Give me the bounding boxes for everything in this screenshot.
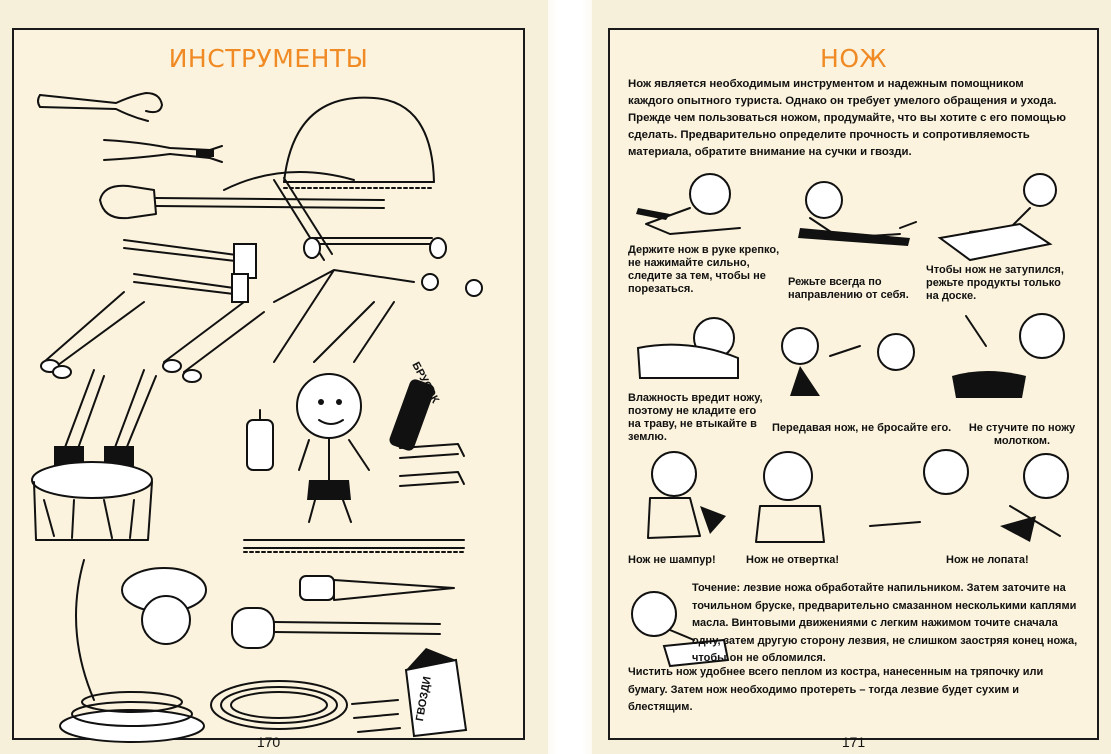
hammers-illustration (123, 239, 257, 303)
boy-lantern-illustration (246, 373, 435, 523)
nails-illustration (351, 699, 401, 733)
right-page-number: 171 (841, 734, 866, 750)
axes-stump-illustration (31, 369, 157, 541)
tip-shovel: Нож не лопата! (946, 554, 1029, 566)
left-page-title: ИНСТРУМЕНТЫ (168, 44, 369, 73)
two-man-saw-illustration (243, 539, 465, 553)
shovel-illustration (99, 184, 385, 220)
tip-cutting-board: Чтобы нож не затупился, режьте продукты … (926, 264, 1064, 302)
intro-paragraph: Нож является необходимым инструментом и … (628, 78, 1066, 158)
shovel-knife-illustration (869, 449, 1069, 542)
tip-pass-knife: Передавая нож, не бросайте его. (772, 422, 952, 434)
right-page: НОЖ Нож является необходимым инструменто… (592, 0, 1111, 754)
wire-coil-illustration (210, 680, 348, 730)
pliers-illustration (103, 139, 223, 163)
book-gutter (540, 0, 600, 754)
right-page-frame: НОЖ Нож является необходимым инструменто… (608, 28, 1099, 750)
tip-grip: Держите нож в руке крепко, не нажимайте … (628, 244, 780, 295)
left-page-number: 170 (256, 734, 281, 750)
tip-cut-away: Режьте всегда по направлению от себя. (788, 276, 909, 301)
left-page: ИНСТРУМЕНТЫ (0, 0, 548, 754)
pincers-illustration (37, 92, 163, 122)
cutting-board-illustration (937, 173, 1057, 262)
tip-skewer: Нож не шампур! (628, 554, 716, 566)
tip-screwdriver: Нож не отвертка! (746, 554, 840, 566)
grip-knife-illustration (636, 173, 741, 235)
moisture-illustration (636, 317, 739, 379)
hand-saw-illustration (299, 575, 455, 601)
sledgehammer-illustration (231, 607, 441, 649)
cut-away-illustration (798, 181, 917, 246)
hooks-illustration (399, 443, 465, 487)
pass-knife-illustration (781, 327, 915, 396)
sharpening-paragraph: Точение: лезвие ножа обработайте напильн… (692, 582, 1078, 664)
screwdriver-illustration (755, 451, 825, 543)
skewer-illustration (647, 451, 726, 539)
cleaning-paragraph: Чистить нож удобнее всего пеплом из кост… (628, 666, 1044, 713)
sharpening-illustration (631, 591, 730, 668)
left-page-frame: ИНСТРУМЕНТЫ (12, 28, 525, 750)
drawknife-illustration (303, 237, 447, 259)
rope-figure-illustration (59, 559, 207, 743)
tip-hammer: Не стучите по ножу молотком. (968, 422, 1076, 447)
nail-box-illustration (404, 648, 468, 738)
hammer-knife-illustration (952, 313, 1065, 398)
chisels-files-illustration (40, 269, 483, 383)
tip-moisture: Влажность вредит ножу, поэтому не кладит… (628, 392, 763, 443)
right-page-title: НОЖ (820, 44, 887, 73)
bow-saw-illustration (283, 96, 435, 189)
